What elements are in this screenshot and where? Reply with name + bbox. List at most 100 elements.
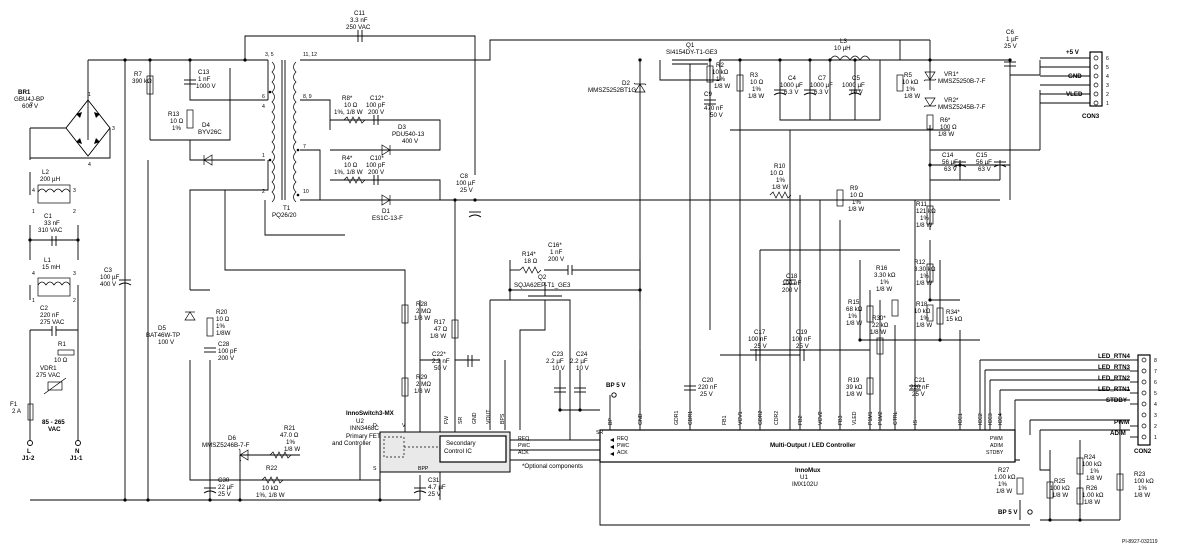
resistor-r34: R34* 15 kΩ [936, 307, 963, 325]
svg-text:3: 3 [1154, 413, 1157, 419]
svg-text:47 Ω: 47 Ω [434, 326, 448, 333]
svg-text:56 µF: 56 µF [976, 159, 992, 166]
capacitor-c24: C24 2.2 µF 10 V [570, 351, 590, 393]
resistor-r26: R26 1.00 kΩ 1/8 W [1076, 485, 1104, 506]
br1-part: GBU4J-BP [14, 96, 44, 103]
svg-text:C12*: C12* [370, 95, 384, 102]
svg-text:1/8 W: 1/8 W [1052, 492, 1068, 499]
svg-text:REQ: REQ [518, 436, 529, 442]
resistor-r6: R6* 100 Ω 1/8 W [926, 114, 957, 138]
svg-text:R13: R13 [168, 111, 180, 118]
svg-text:100 nF: 100 nF [748, 336, 767, 343]
svg-text:4.7 µF: 4.7 µF [428, 484, 446, 491]
svg-text:200 µH: 200 µH [40, 176, 60, 183]
svg-text:10 Ω: 10 Ω [750, 79, 764, 86]
svg-text:10 V: 10 V [552, 365, 566, 372]
svg-text:10 kΩ: 10 kΩ [914, 308, 931, 315]
u2-secondary-label: Secondary [446, 440, 476, 447]
svg-text:C4: C4 [788, 75, 796, 82]
svg-text:C3: C3 [104, 267, 112, 274]
svg-text:F1: F1 [10, 401, 18, 408]
svg-text:C23: C23 [552, 351, 564, 358]
svg-text:ADIM: ADIM [990, 443, 1003, 449]
svg-text:D5: D5 [158, 325, 166, 332]
svg-text:C2: C2 [40, 305, 48, 312]
svg-text:C1: C1 [44, 213, 52, 220]
svg-text:GND: GND [472, 412, 478, 424]
svg-text:1/8 W: 1/8 W [870, 329, 886, 336]
capacitor-c1: C1 33 nF 310 VAC [38, 213, 63, 246]
svg-text:C17: C17 [754, 329, 766, 336]
svg-text:D1: D1 [382, 208, 390, 215]
capacitor-c22: C22* 2.2 nF 50 V [432, 351, 473, 372]
svg-text:C15: C15 [976, 152, 988, 159]
inductor-l3: L3 10 µH [829, 38, 871, 61]
svg-text:25 V: 25 V [796, 343, 810, 350]
svg-text:C16*: C16* [548, 242, 562, 249]
svg-text:5: 5 [1106, 65, 1109, 71]
svg-text:T1: T1 [283, 205, 291, 212]
resistor-r21: R21 47.0 Ω 1% 1/8 W [269, 425, 300, 459]
svg-text:1%: 1% [172, 125, 181, 132]
varistor-vdr1: VDR1 275 VAC [36, 365, 67, 395]
svg-text:1/8 W: 1/8 W [846, 320, 862, 327]
svg-text:100 nF: 100 nF [792, 336, 811, 343]
svg-text:10 Ω: 10 Ω [170, 118, 184, 125]
svg-text:1/8 W: 1/8 W [904, 93, 920, 100]
u2-primary-label: Primary FET [346, 433, 381, 440]
svg-text:R34*: R34* [946, 309, 960, 316]
svg-text:200 V: 200 V [368, 169, 385, 176]
svg-text:BP 5 V: BP 5 V [606, 382, 626, 389]
svg-text:BPS: BPS [500, 413, 506, 424]
resistor-r2: R2 10 kΩ 1% 1/8 W [706, 62, 730, 90]
svg-text:2: 2 [73, 298, 76, 304]
svg-text:PWM: PWM [990, 436, 1003, 442]
svg-text:SQJA62EP-T1_GE3: SQJA62EP-T1_GE3 [514, 282, 571, 289]
svg-text:GDR1: GDR1 [674, 410, 680, 425]
mosfet-q2: Q2 SQJA62EP-T1_GE3 [514, 274, 571, 301]
svg-text:MMSZ5246B-7-F: MMSZ5246B-7-F [202, 442, 250, 449]
svg-text:4: 4 [32, 271, 35, 277]
svg-text:CDR1: CDR1 [688, 411, 694, 425]
connector-con3: 6 5 4 3 2 1 CON3 +5 V GND VLED [1040, 49, 1109, 120]
connector-con2: 8 7 6 5 4 3 2 1 CON2 LED_RTN4 LED_RTN3 L… [1098, 353, 1157, 455]
svg-text:3, 5: 3, 5 [265, 52, 274, 58]
svg-text:1: 1 [32, 209, 35, 215]
resistor-r28: R28 2 MΩ 1/8 W [401, 301, 431, 324]
svg-text:R26: R26 [1086, 485, 1098, 492]
svg-text:C13: C13 [198, 69, 210, 76]
svg-text:2.2 µF: 2.2 µF [570, 358, 588, 365]
svg-text:100 V: 100 V [158, 339, 175, 346]
svg-text:1%: 1% [880, 279, 889, 286]
diode-d1: D1 ES1C-13-F [372, 194, 403, 222]
svg-text:FB1: FB1 [722, 415, 728, 425]
svg-text:PWC: PWC [518, 443, 530, 449]
svg-text:3.30 kΩ: 3.30 kΩ [874, 272, 896, 279]
resistor-r12: R12 3.30 kΩ 1% 1/8 W [914, 259, 936, 287]
svg-text:MMSZ5245B-7-F: MMSZ5245B-7-F [938, 104, 986, 111]
svg-text:1/8 W: 1/8 W [1086, 475, 1102, 482]
svg-text:4: 4 [262, 104, 265, 110]
svg-text:LED_RTN1: LED_RTN1 [1098, 386, 1131, 393]
svg-text:22 µF: 22 µF [218, 484, 234, 491]
svg-text:100 kΩ: 100 kΩ [1082, 461, 1102, 468]
svg-text:3.3 nF: 3.3 nF [350, 17, 368, 24]
svg-text:R11: R11 [916, 201, 927, 208]
svg-text:1%: 1% [286, 439, 295, 446]
svg-text:15 kΩ: 15 kΩ [946, 316, 963, 323]
svg-text:1%: 1% [848, 313, 857, 320]
svg-text:10 kΩ: 10 kΩ [902, 79, 919, 86]
svg-text:P1M1: P1M1 [868, 411, 874, 425]
bridge-br1: 2 1 3 4 BR1 GBU4J-BP 600 V [14, 89, 115, 168]
svg-text:1.00 kΩ: 1.00 kΩ [1082, 492, 1104, 499]
svg-text:MMSZ5250B-7-F: MMSZ5250B-7-F [938, 78, 986, 85]
svg-text:R10: R10 [774, 163, 786, 170]
svg-text:VCV2: VCV2 [818, 411, 824, 425]
svg-text:REQ: REQ [617, 436, 628, 442]
svg-text:8, 9: 8, 9 [303, 94, 312, 100]
input-terminals: 85 - 265 VAC L J1-2 N J1-1 [22, 419, 83, 462]
svg-text:C8: C8 [460, 173, 468, 180]
wiring [29, 35, 1130, 526]
svg-text:R6*: R6* [940, 117, 951, 124]
svg-text:ACK: ACK [518, 450, 529, 456]
